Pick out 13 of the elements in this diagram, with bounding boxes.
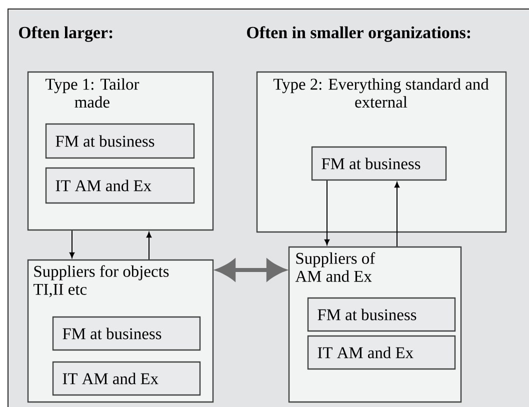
- heading: Often in smaller organizations:: [247, 26, 470, 42]
- inner-box: FM at business: [45, 123, 195, 159]
- inner-box: IT AM and Ex: [45, 167, 195, 204]
- inner-box: IT AM and Ex: [52, 361, 201, 396]
- inner-box: FM at business: [52, 316, 201, 351]
- arrow: [146, 232, 152, 260]
- inner-box: FM at business: [307, 297, 456, 332]
- arrow: [324, 180, 330, 246]
- inner-box: IT AM and Ex: [307, 335, 456, 370]
- arrow: [394, 182, 400, 247]
- arrow: [69, 230, 75, 258]
- inner-box: FM at business: [311, 146, 447, 181]
- heading: Often larger:: [19, 26, 112, 42]
